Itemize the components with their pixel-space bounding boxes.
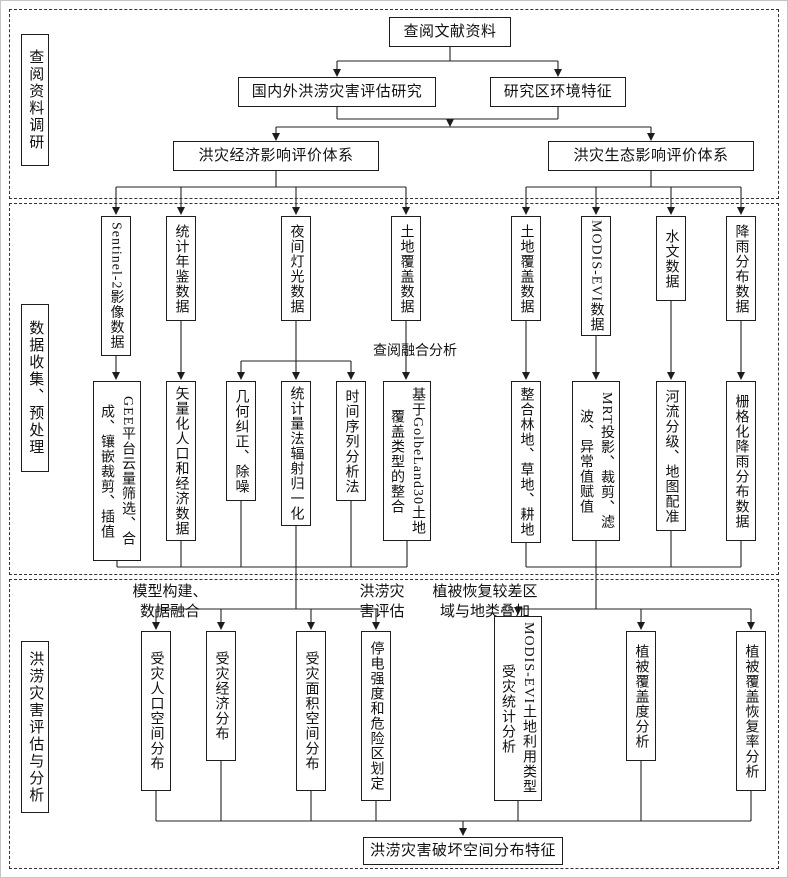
source-yearbook-box: 统计年鉴数据: [166, 216, 196, 321]
literature-review-box: 查阅文献资料: [389, 17, 511, 47]
result-affected-population-box: 受灾人口空间分布: [141, 631, 171, 791]
source-modis-evi-box: MODIS-EVI数据: [581, 216, 611, 336]
section-assessment-frame: [9, 579, 779, 869]
source-rainfall-box: 降雨分布数据: [726, 216, 756, 321]
result-vegetation-recovery-box: 植被覆盖恢复率分析: [736, 631, 766, 791]
domestic-foreign-research-box: 国内外洪涝灾害评估研究: [238, 77, 436, 107]
source-hydrology-box: 水文数据: [656, 216, 686, 301]
process-radiometric-normalization-box: 统计量法辐射归一化: [281, 381, 311, 526]
section-label-assessment: 洪涝灾害评估与分析: [21, 641, 49, 813]
section-label-literature: 查阅资料调研: [21, 34, 49, 166]
source-nightlight-box: 夜间灯光数据: [281, 216, 311, 321]
result-vegetation-coverage-box: 植被覆盖度分析: [626, 631, 656, 761]
model-building-label: 模型构建、数据融合: [132, 584, 208, 620]
source-landcover-right-box: 土地覆盖数据: [511, 216, 541, 321]
final-spatial-distribution-box: 洪涝灾害破坏空间分布特征: [363, 837, 563, 865]
economic-impact-system-box: 洪灾经济影响评价体系: [173, 141, 379, 171]
process-time-series-box: 时间序列分析法: [336, 381, 366, 501]
study-area-environment-box: 研究区环境特征: [490, 77, 626, 107]
process-mrt-box: MRT投影、裁剪、滤波、异常值赋值: [572, 381, 620, 541]
source-landcover-left-box: 土地覆盖数据: [391, 216, 421, 321]
section-data-frame: [9, 203, 779, 575]
result-power-outage-box: 停电强度和危险区划定: [361, 631, 391, 801]
process-vectorize-box: 矢量化人口和经济数据: [166, 381, 196, 541]
process-globeland30-box: 基于GolbeLand30土地覆盖类型的整合: [383, 381, 431, 541]
process-merge-landtypes-box: 整合林地、草地、耕地: [511, 381, 541, 543]
flood-assessment-label: 洪涝灾害评估: [359, 584, 405, 620]
section-literature-frame: [9, 9, 779, 199]
process-rasterize-rainfall-box: 栅格化降雨分布数据: [726, 381, 756, 541]
section-label-data: 数据收集、预处理: [21, 304, 49, 472]
process-geometric-correction-box: 几何纠正、除噪: [226, 381, 256, 501]
source-sentinel2-box: Sentinel-2影像数据: [101, 216, 131, 356]
result-affected-economy-box: 受灾经济分布: [206, 631, 236, 761]
fusion-analysis-label: 查阅融合分析: [373, 344, 457, 359]
process-river-grading-box: 河流分级、地图配准: [656, 381, 686, 531]
ecological-impact-system-box: 洪灾生态影响评价体系: [548, 141, 754, 171]
result-modis-landuse-stats-box: MODIS-EVI土地利用类型受灾统计分析: [494, 616, 542, 801]
process-gee-box: GEE平台云量筛选、合成、镶嵌裁剪、插值: [93, 381, 141, 561]
result-affected-area-box: 受灾面积空间分布: [296, 631, 326, 791]
